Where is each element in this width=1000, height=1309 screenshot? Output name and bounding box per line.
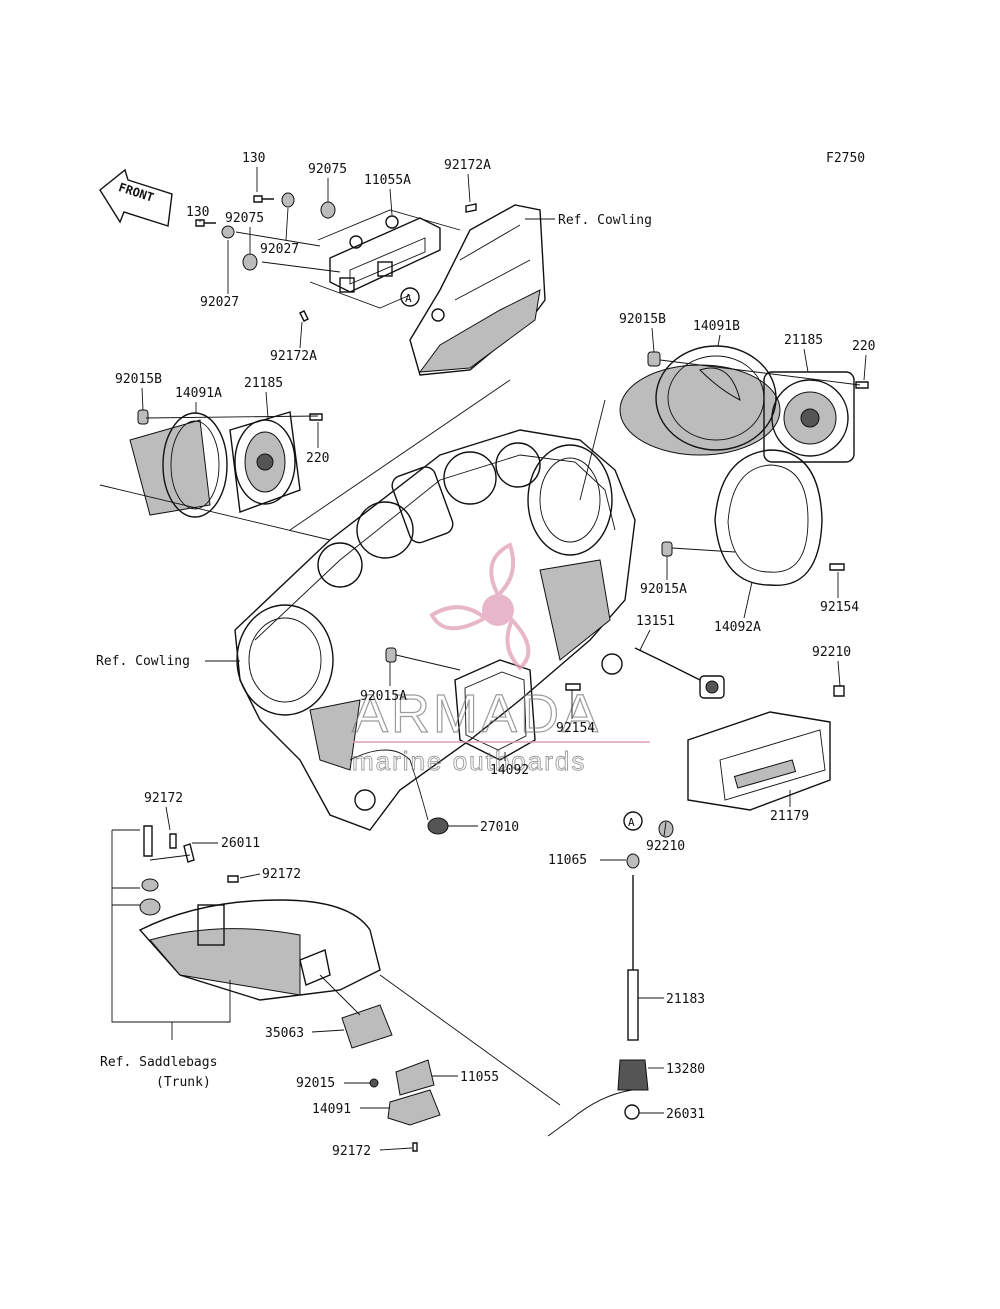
part-label: 92210 [646, 839, 685, 854]
connector-27010 [349, 749, 449, 835]
watermark-brand: ARMADA [352, 684, 601, 744]
part-label: 14092A [714, 620, 761, 635]
part-label: 92015B [115, 372, 162, 387]
part-label: 92075 [308, 162, 347, 177]
left-speaker-assembly [129, 409, 323, 518]
part-label: 130 [242, 151, 265, 166]
part-label: 13280 [666, 1062, 705, 1077]
part-label: 26031 [666, 1107, 705, 1122]
part-label: 11065 [548, 853, 587, 868]
part-label: 92027 [200, 295, 239, 310]
svg-text:A: A [628, 816, 635, 829]
part-label: 14091B [693, 319, 740, 334]
watermark: ARMADA marine outboards [351, 542, 650, 776]
part-label: 130 [186, 205, 209, 220]
part-label: 92172 [144, 791, 183, 806]
antenna-assembly [379, 853, 649, 1137]
front-label: FRONT [117, 180, 156, 204]
marker-a-bottom: A [623, 811, 643, 831]
marker-a-top: A [400, 287, 420, 307]
radio-unit [658, 685, 845, 838]
part-label: 92172A [270, 349, 317, 364]
figure-code: F2750 [826, 151, 865, 166]
part-label: 14091 [312, 1102, 351, 1117]
ref-trunk: (Trunk) [156, 1075, 211, 1090]
part-label: 21185 [784, 333, 823, 348]
part-label: 35063 [265, 1026, 304, 1041]
part-label: 21185 [244, 376, 283, 391]
part-label: 220 [306, 451, 329, 466]
part-label: 92172 [262, 867, 301, 882]
part-label: 92027 [260, 242, 299, 257]
part-label: 11055A [364, 173, 411, 188]
part-label: 92015 [296, 1076, 335, 1091]
part-label: 92015A [360, 689, 407, 704]
part-label: 92172 [332, 1144, 371, 1159]
part-label: 220 [852, 339, 875, 354]
part-label: 21183 [666, 992, 705, 1007]
part-label: 92154 [556, 721, 595, 736]
propeller-logo-icon [429, 542, 531, 671]
part-label: 92210 [812, 645, 851, 660]
part-label: 14091A [175, 386, 222, 401]
part-label: 92172A [444, 158, 491, 173]
front-arrow-icon: FRONT [99, 168, 173, 227]
watermark-tagline: marine outboards [352, 746, 586, 776]
part-label: 26011 [221, 836, 260, 851]
top-bracket-assembly [309, 209, 461, 309]
part-label: 21179 [770, 809, 809, 824]
part-label: 13151 [636, 614, 675, 629]
part-label: 92154 [820, 600, 859, 615]
top-cowling-outline [409, 204, 546, 376]
power-socket-assembly [634, 647, 725, 699]
ref-cowling-top: Ref. Cowling [558, 213, 652, 228]
part-label: 92015B [619, 312, 666, 327]
svg-text:A: A [405, 292, 412, 305]
part-label: 11055 [460, 1070, 499, 1085]
part-label: 27010 [480, 820, 519, 835]
part-label: 14092 [490, 763, 529, 778]
part-labels: 130 130 92075 11055A 92172A 92075 92027 … [115, 151, 875, 1159]
right-speaker-assembly [619, 345, 869, 463]
ref-cowling-left: Ref. Cowling [96, 654, 190, 669]
ref-saddlebags: Ref. Saddlebags [100, 1055, 217, 1070]
part-label: 92075 [225, 211, 264, 226]
center-speaker-cover [385, 647, 581, 761]
part-label: 92015A [640, 582, 687, 597]
inner-fairing [99, 379, 636, 831]
trunk-area [111, 825, 441, 1152]
right-speaker-grille [661, 449, 845, 586]
